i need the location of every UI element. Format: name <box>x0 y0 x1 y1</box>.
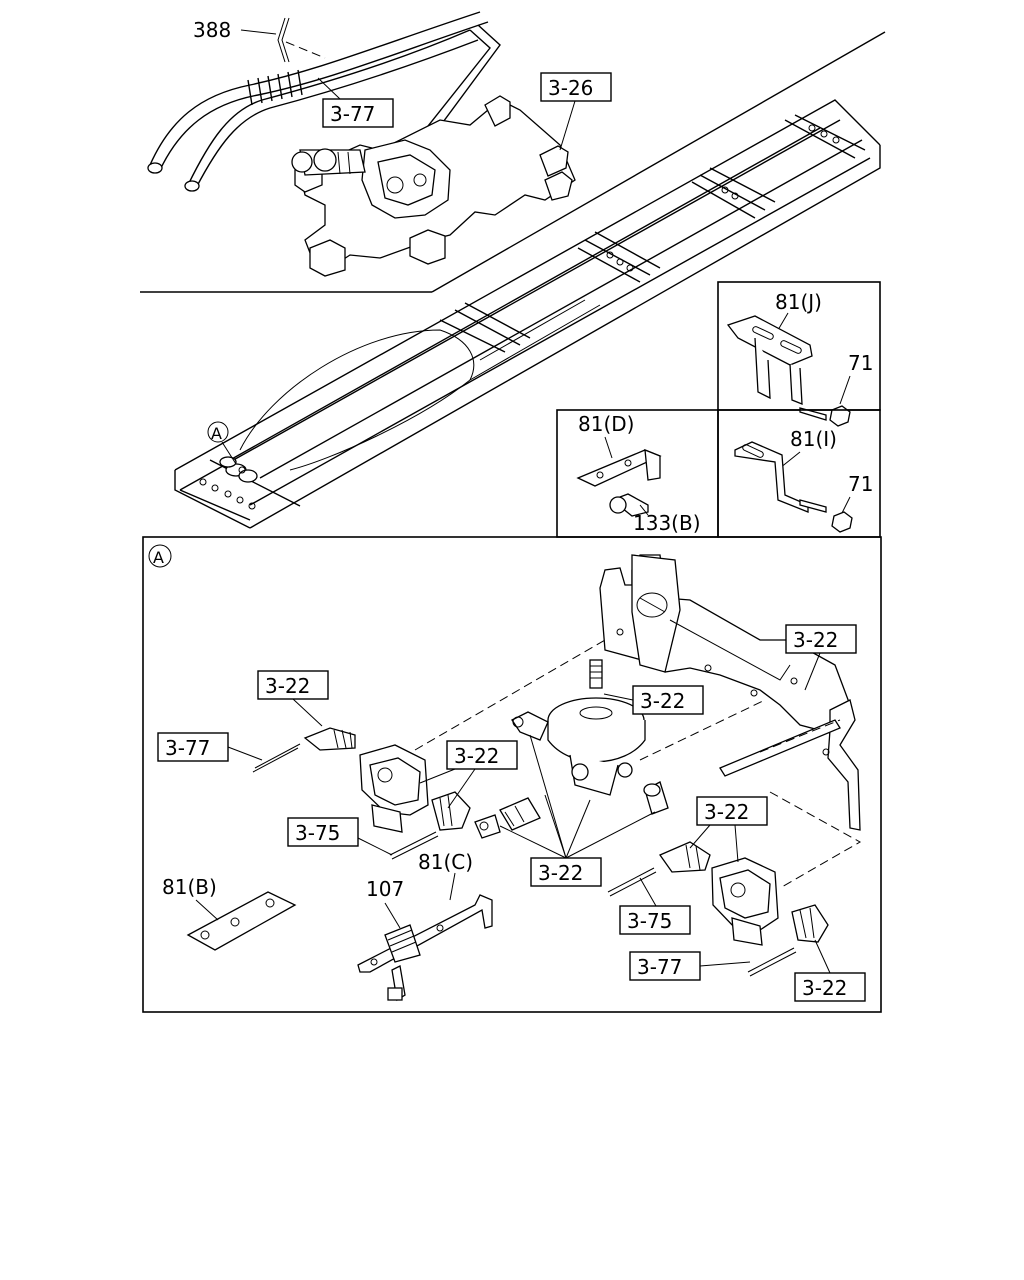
svg-text:3-77: 3-77 <box>330 102 375 126</box>
callout-3-77-top: 3-77 <box>317 77 394 128</box>
inset-81D: 81(D) 133(B) <box>556 409 719 538</box>
svg-text:A: A <box>211 424 222 443</box>
callout-3-22-d: 3-22 <box>419 740 518 809</box>
svg-text:81(I): 81(I) <box>790 427 837 451</box>
callout-3-22-g: 3-22 <box>794 939 866 1002</box>
component-cluster-a <box>219 456 258 483</box>
assembly-dashed-lines <box>414 639 862 889</box>
svg-text:3-22: 3-22 <box>802 976 847 1000</box>
svg-text:133(B): 133(B) <box>633 511 701 535</box>
svg-text:3-22: 3-22 <box>793 628 838 652</box>
svg-text:3-22: 3-22 <box>704 800 749 824</box>
callout-3-77-left: 3-77 <box>157 732 263 762</box>
callout-3-75-left: 3-75 <box>287 817 393 856</box>
right-valve <box>607 841 829 977</box>
center-relay-valve <box>511 659 669 815</box>
svg-text:3-22: 3-22 <box>640 689 685 713</box>
detail-a-panel <box>142 536 882 1013</box>
callout-a-detail: A <box>148 544 172 568</box>
left-valve <box>252 727 541 860</box>
svg-text:107: 107 <box>366 877 404 901</box>
chassis-frame <box>174 99 881 529</box>
svg-text:3-22: 3-22 <box>265 674 310 698</box>
svg-text:81(C): 81(C) <box>418 850 473 874</box>
callout-3-22-b: 3-22 <box>257 670 329 727</box>
top-valve-assembly <box>147 11 576 277</box>
main-bracket <box>599 554 861 831</box>
svg-text:71: 71 <box>848 472 873 496</box>
svg-text:388: 388 <box>193 18 231 42</box>
svg-text:81(J): 81(J) <box>775 290 822 314</box>
svg-text:71: 71 <box>848 351 873 375</box>
part-81B-plate: 81(B) <box>162 875 297 951</box>
callout-3-75-right: 3-75 <box>619 877 691 935</box>
frame-perspective-line <box>431 31 886 293</box>
callout-3-77-bottom: 3-77 <box>629 951 751 981</box>
svg-text:A: A <box>153 548 164 567</box>
svg-text:3-75: 3-75 <box>627 909 672 933</box>
callout-3-22-a: 3-22 <box>785 624 857 691</box>
part-81C-bracket: 107 81(C) <box>357 850 493 1002</box>
callout-3-26: 3-26 <box>540 72 612 151</box>
callout-388: 388 <box>193 17 326 63</box>
inset-81J: 81(J) 71 <box>717 281 881 427</box>
svg-text:3-77: 3-77 <box>637 955 682 979</box>
svg-text:3-22: 3-22 <box>454 744 499 768</box>
inset-81I: 81(I) 71 <box>717 409 881 538</box>
svg-text:3-26: 3-26 <box>548 76 593 100</box>
svg-text:3-77: 3-77 <box>165 736 210 760</box>
callout-3-22-e: 3-22 <box>689 796 768 863</box>
svg-text:3-75: 3-75 <box>295 821 340 845</box>
svg-text:81(B): 81(B) <box>162 875 217 899</box>
svg-text:3-22: 3-22 <box>538 861 583 885</box>
callout-3-22-f: 3-22 <box>499 734 656 887</box>
callout-a-main: A <box>207 421 229 443</box>
callout-3-22-c: 3-22 <box>603 685 704 715</box>
svg-text:81(D): 81(D) <box>578 412 634 436</box>
